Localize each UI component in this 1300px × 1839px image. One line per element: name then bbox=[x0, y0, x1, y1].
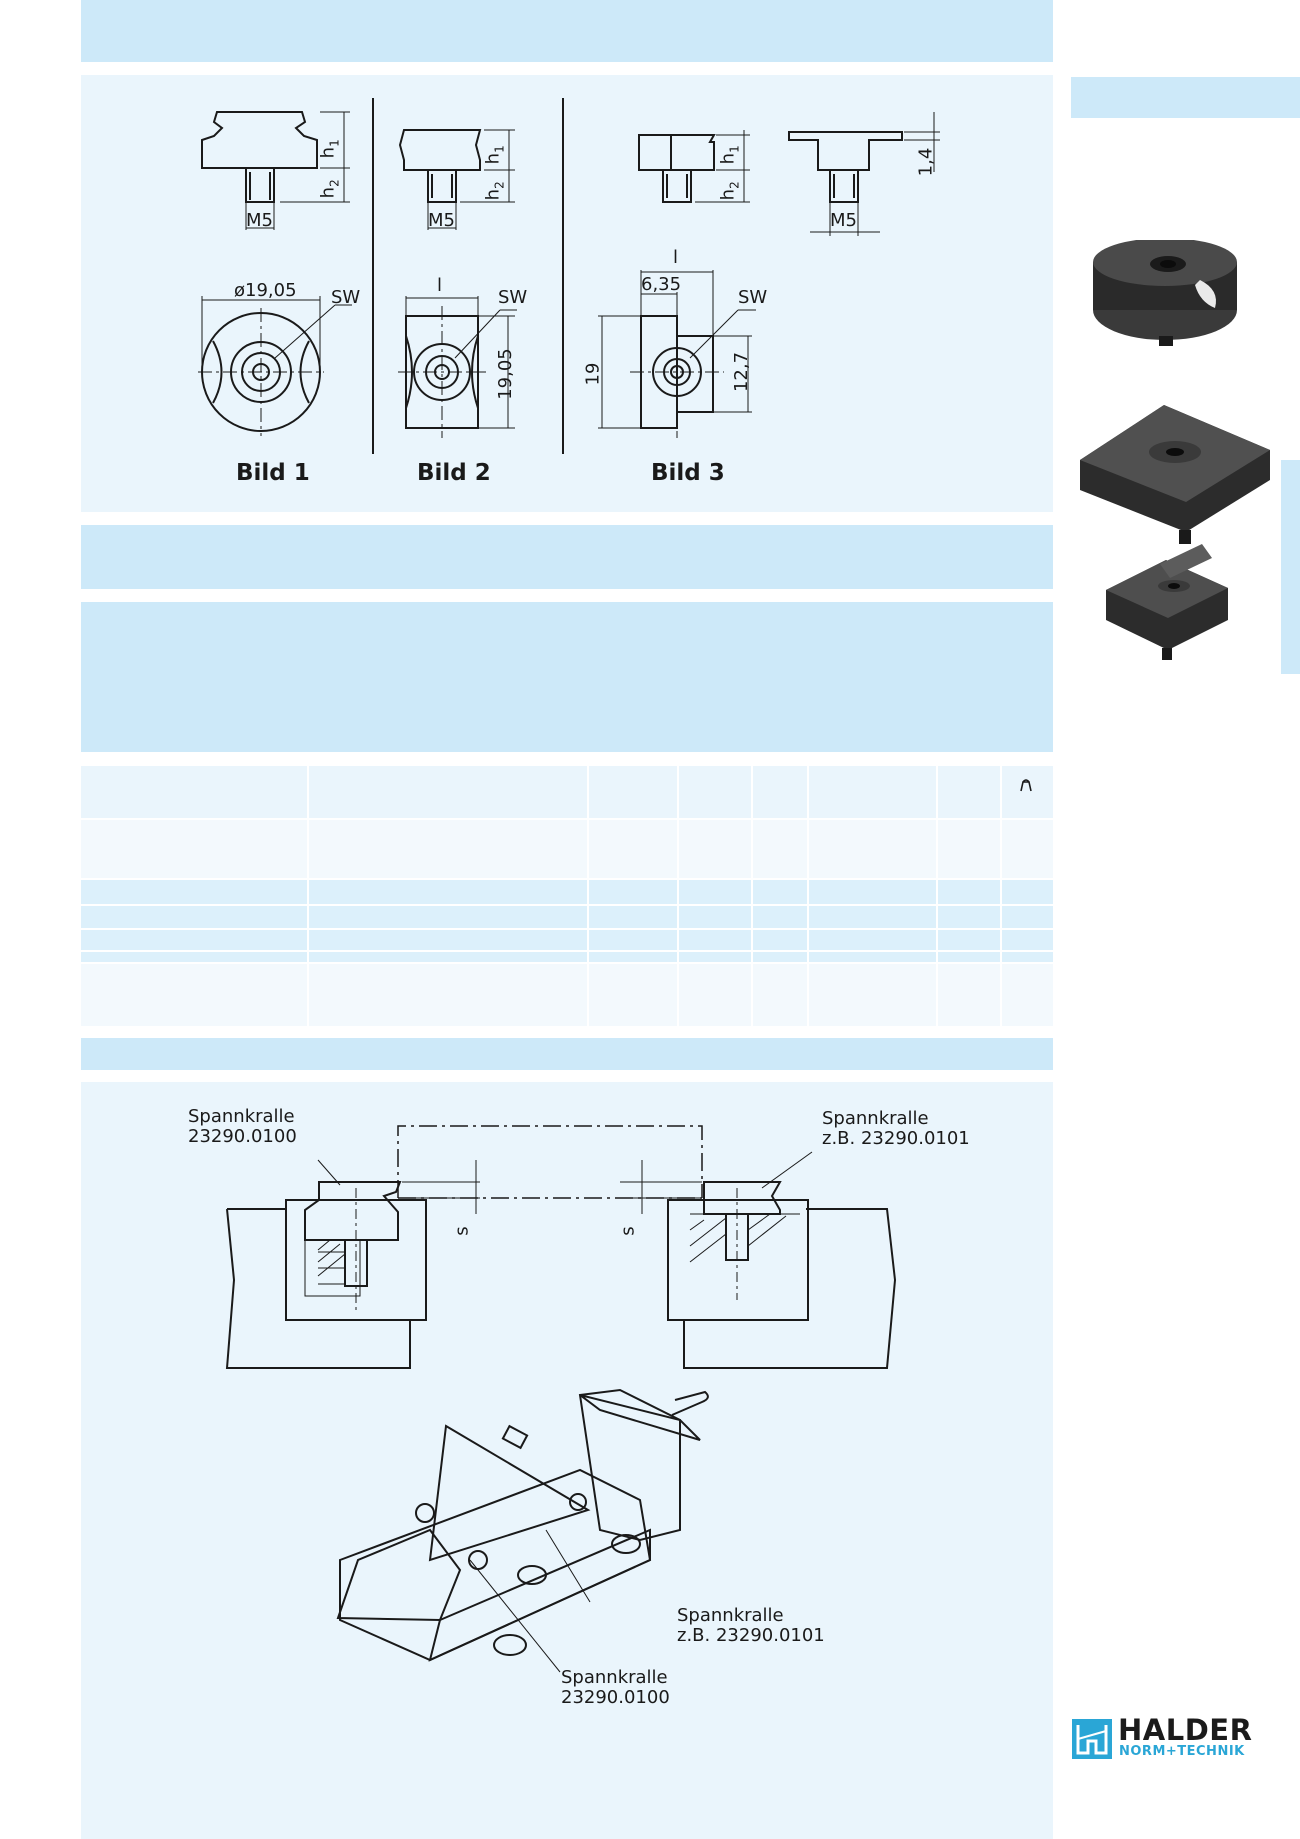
bild3-h2-label: h2 bbox=[717, 181, 742, 201]
bild3-offset-label: 6,35 bbox=[641, 274, 682, 295]
title-band-2 bbox=[81, 525, 1053, 589]
drawings-panel bbox=[81, 75, 1053, 512]
bild2-l-label: l bbox=[437, 275, 443, 296]
logo-name: HALDER bbox=[1118, 1713, 1253, 1747]
description-band bbox=[81, 602, 1053, 752]
application-drawing bbox=[225, 1125, 897, 1673]
bild2-h2-label: h2 bbox=[482, 181, 507, 201]
specifications-table bbox=[81, 766, 1053, 1026]
bild2-caption: Bild 2 bbox=[417, 460, 491, 486]
bild3-sw-label: SW bbox=[738, 287, 768, 308]
application-label-left: Spannkralle 23290.0100 bbox=[188, 1106, 297, 1147]
bild3-height-label: 19 bbox=[582, 362, 604, 386]
halder-logo-mark bbox=[1072, 1719, 1112, 1759]
side-tab-marker bbox=[1281, 460, 1300, 674]
vise-label-2: Spannkralle 23290.0100 bbox=[561, 1667, 670, 1708]
technical-drawings bbox=[198, 98, 940, 454]
side-tab-top bbox=[1071, 77, 1300, 118]
header-band bbox=[81, 0, 1053, 62]
bild3-l-label: l bbox=[673, 247, 679, 268]
product-photos bbox=[1080, 240, 1270, 660]
product-photo-rectangular bbox=[1080, 405, 1270, 544]
table-row bbox=[81, 964, 1053, 1026]
product-photo-step bbox=[1106, 544, 1228, 660]
bild2-height-label: 19,05 bbox=[494, 348, 516, 400]
halder-logo: HALDER NORM+TECHNIK bbox=[1072, 1713, 1266, 1761]
bild2-sw-label: SW bbox=[498, 287, 528, 308]
bild3-h1-label: h1 bbox=[717, 145, 742, 165]
table-header-row bbox=[81, 766, 1053, 818]
bild1-h2-label: h2 bbox=[317, 179, 342, 199]
product-photo-round bbox=[1093, 240, 1237, 346]
bild1-h1-label: h1 bbox=[317, 139, 342, 159]
bild3-lip-label: 1,4 bbox=[915, 147, 937, 177]
bild3-inner-height-label: 12,7 bbox=[731, 351, 753, 393]
table-row bbox=[81, 930, 1053, 950]
logo-subtitle: NORM+TECHNIK bbox=[1119, 1744, 1245, 1759]
bild3-caption: Bild 3 bbox=[651, 460, 725, 486]
s-dimension-left: s bbox=[451, 1226, 473, 1236]
table-row bbox=[81, 906, 1053, 928]
s-dimension-right: s bbox=[617, 1226, 639, 1236]
bild1-diameter-label: ø19,05 bbox=[234, 280, 297, 301]
table-row bbox=[81, 952, 1053, 962]
weight-icon bbox=[1020, 779, 1032, 792]
bild2-h1-label: h1 bbox=[482, 145, 507, 165]
bild1-sw-label: SW bbox=[331, 287, 361, 308]
bild1-caption: Bild 1 bbox=[236, 460, 310, 486]
bild1-thread-label: M5 bbox=[246, 210, 273, 231]
bild2-thread-label: M5 bbox=[428, 210, 455, 231]
application-title-band bbox=[81, 1038, 1053, 1070]
table-row bbox=[81, 880, 1053, 904]
bild3-thread2-label: M5 bbox=[830, 210, 857, 231]
application-label-right: Spannkralle z.B. 23290.0101 bbox=[822, 1108, 970, 1149]
vise-label-1: Spannkralle z.B. 23290.0101 bbox=[677, 1605, 825, 1646]
